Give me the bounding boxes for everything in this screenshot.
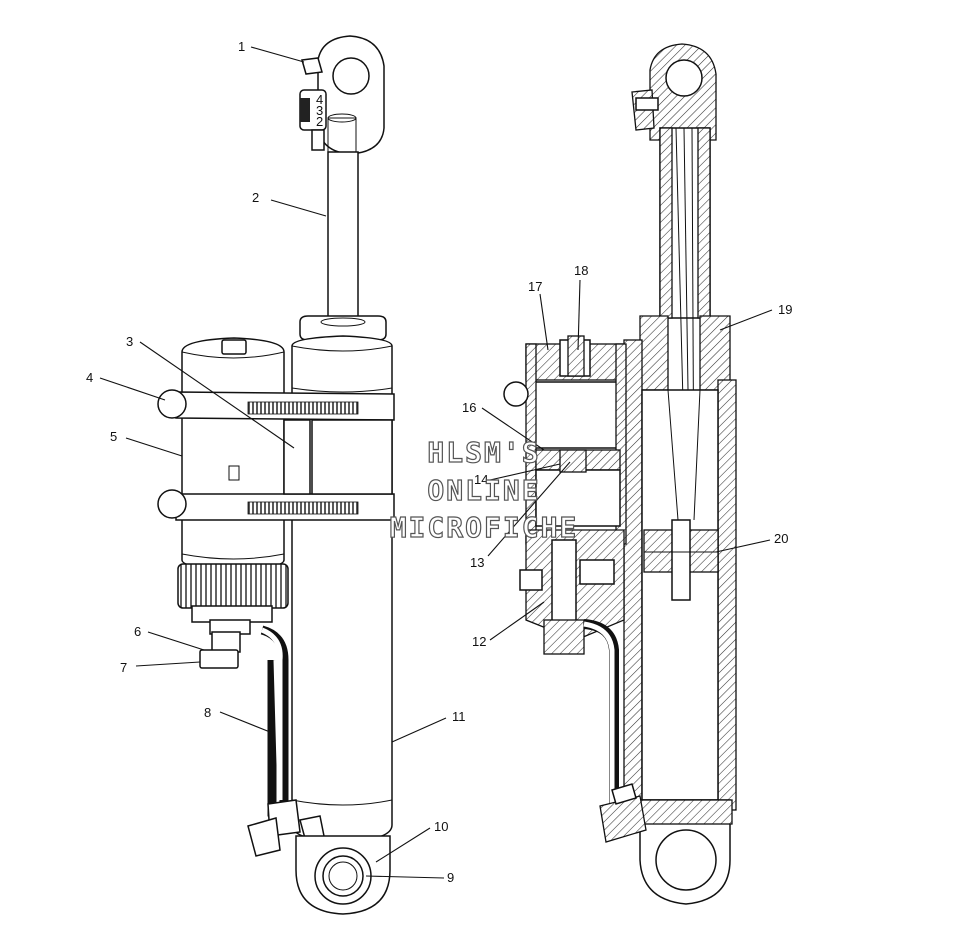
reservoir-clamp-upper [157,389,395,421]
callout-6: 6 [134,624,141,639]
callout-13: 13 [470,555,484,570]
watermark-line-2: ONLINE [427,474,540,507]
dial-number-2: 2 [316,114,323,129]
preload-adjuster-dial: 4 3 2 [299,89,327,151]
callout-leaders [99,46,773,879]
callout-17: 17 [528,279,542,294]
watermark-line-3: MICROFICHE [390,511,579,544]
watermark: HLSM'S ONLINE MICROFICHE [389,435,579,544]
dial-number-3: 3 [316,103,323,118]
bottom-eyelet [295,835,391,915]
callout-2: 2 [252,190,259,205]
callout-18: 18 [574,263,588,278]
callout-4: 4 [86,370,93,385]
callout-14: 14 [474,472,488,487]
callout-3: 3 [126,334,133,349]
callout-11: 11 [452,709,466,724]
callout-numbers: 1 2 3 4 5 6 7 8 9 10 11 12 13 14 16 17 1… [86,39,792,885]
top-eyelet [301,35,385,155]
callout-10: 10 [434,819,448,834]
callout-12: 12 [472,634,486,649]
callout-7: 7 [120,660,127,675]
watermark-line-1: HLSM'S [427,436,540,469]
reservoir-clamp-lower [157,489,395,521]
callout-20: 20 [774,531,788,546]
dial-number-4: 4 [316,92,323,107]
callout-1: 1 [238,39,245,54]
callout-9: 9 [447,870,454,885]
callout-16: 16 [462,400,476,415]
callout-8: 8 [204,705,211,720]
callout-5: 5 [110,429,117,444]
cutaway-view [503,43,737,905]
callout-19: 19 [778,302,792,317]
piston-shaft [327,151,359,323]
external-view: 4 3 2 [157,35,395,915]
